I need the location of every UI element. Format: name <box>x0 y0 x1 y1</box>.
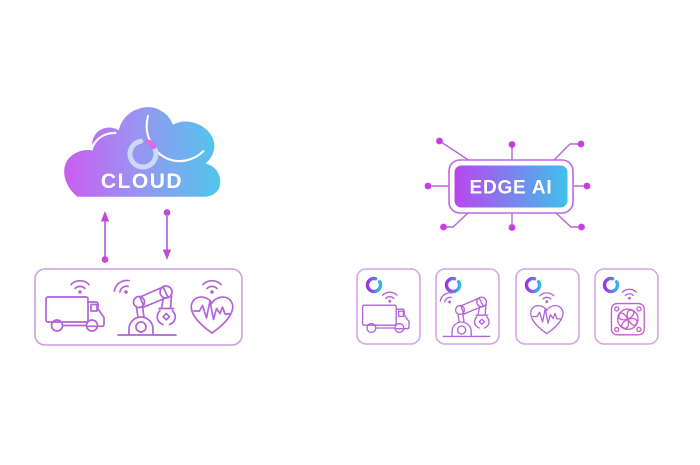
circuit-traces <box>424 137 591 231</box>
edge-ai-group: EDGE AI <box>424 137 591 231</box>
edge-device-box-heart <box>515 268 580 345</box>
edge-device-box-robot <box>435 268 500 345</box>
arrow-down-icon <box>162 209 172 260</box>
cloud-shape <box>61 104 223 200</box>
cloud-puff-line-right <box>145 114 205 163</box>
edge-device-boxes <box>356 268 659 345</box>
edge-ai-label: EDGE AI <box>469 178 552 199</box>
cloud-puff-line-left <box>90 131 117 150</box>
circuit-chip-icon: EDGE AI <box>448 159 574 214</box>
cloud-label: CLOUD <box>101 170 183 193</box>
cloud-group: CLOUD <box>61 104 223 200</box>
cloud-connection-arrows <box>100 209 172 263</box>
edge-device-box-fan <box>594 268 659 345</box>
cloud-devices-panel <box>34 268 243 346</box>
loading-spinner-icon <box>127 138 159 170</box>
edge-device-box-truck <box>356 268 421 345</box>
arrow-up-icon <box>100 211 110 263</box>
